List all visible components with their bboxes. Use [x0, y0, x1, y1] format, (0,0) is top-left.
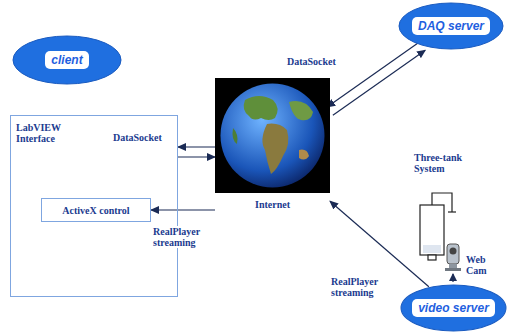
ellipse-fill [399, 3, 503, 49]
node-title: video server [412, 299, 495, 317]
land [289, 101, 313, 120]
land [233, 128, 238, 144]
connector [178, 147, 215, 157]
edge-label: RealPlayer streaming [152, 226, 210, 248]
globe-picture [215, 78, 330, 193]
connector [327, 42, 425, 115]
internet-globe: Internet [215, 78, 330, 225]
client-ellipse: client [12, 35, 122, 85]
ellipse-fill [13, 36, 121, 84]
system-label: Three-tank System [414, 152, 480, 174]
box-label: ActiveX control [62, 205, 129, 216]
node-title: DAQ server [412, 17, 490, 35]
connector-line [327, 42, 419, 107]
land [262, 124, 288, 174]
land [244, 96, 278, 120]
connector-line [333, 50, 425, 115]
connector-line [151, 209, 215, 210]
device-label: Web Cam [466, 254, 502, 276]
node-title: client [45, 51, 88, 69]
connector [151, 210, 215, 211]
globe-ground [215, 78, 330, 193]
server-ellipse: DAQ server [398, 2, 504, 50]
connector-line [330, 201, 429, 286]
ellipse-fill [401, 285, 506, 331]
connector-line [178, 156, 215, 157]
server-ellipse: video server [400, 284, 507, 332]
control-box: ActiveX control [41, 198, 151, 222]
edge-label: DataSocket [112, 132, 163, 143]
edge-label: DataSocket [286, 56, 337, 67]
three-tank-drawing [420, 193, 456, 260]
webcam-icon [445, 244, 461, 271]
globe-sea [221, 84, 325, 188]
land [299, 150, 309, 160]
globe-caption: Internet [215, 199, 330, 210]
box-heading: LabVIEW Interface [16, 122, 74, 144]
webcam-link [452, 274, 453, 282]
connector [330, 201, 429, 286]
connector-line [178, 146, 215, 147]
edge-label: RealPlayer streaming [330, 276, 392, 298]
